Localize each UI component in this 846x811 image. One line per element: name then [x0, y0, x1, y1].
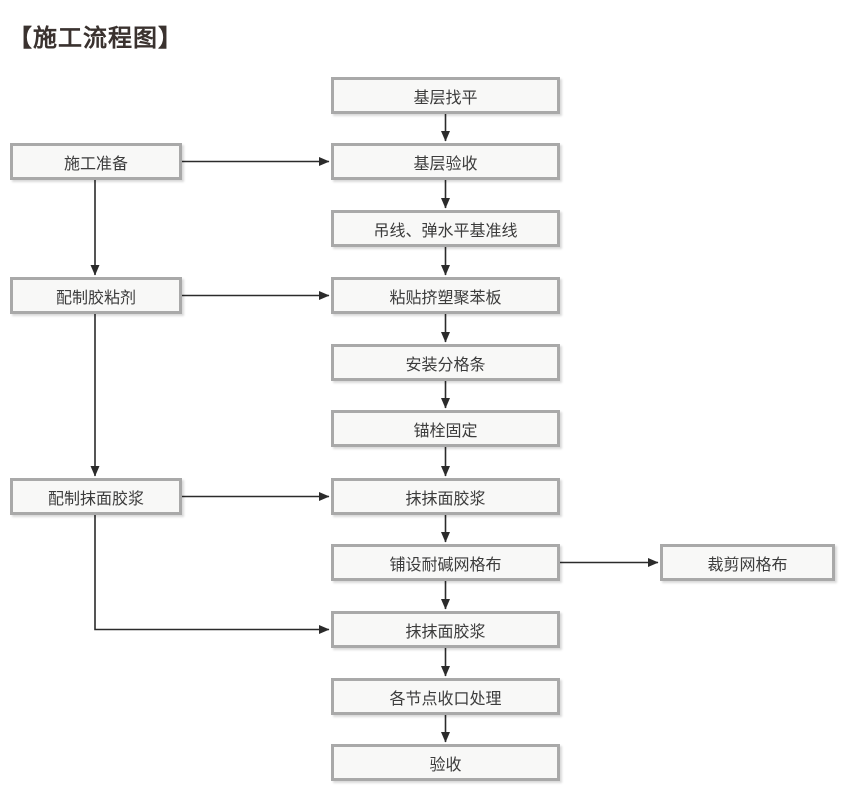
node-construction-preparation: 施工准备 [10, 143, 182, 180]
node-prepare-adhesive: 配制胶粘剂 [10, 277, 182, 314]
node-base-leveling: 基层找平 [331, 77, 560, 114]
node-acceptance: 验收 [331, 744, 560, 781]
diagram-title: 【施工流程图】 [8, 25, 183, 52]
node-prepare-surface-mortar: 配制抹面胶浆 [10, 478, 182, 515]
node-anchor-bolt-fixing: 锚栓固定 [331, 410, 560, 447]
node-cut-mesh: 裁剪网格布 [660, 544, 835, 581]
node-joint-closing-treatment: 各节点收口处理 [331, 678, 560, 715]
node-base-acceptance: 基层验收 [331, 143, 560, 180]
node-install-divider-strips: 安装分格条 [331, 344, 560, 381]
node-lay-alkali-mesh: 铺设耐碱网格布 [331, 544, 560, 581]
arrow-mortar-to-apply-2 [94, 515, 330, 634]
node-hang-line-datum: 吊线、弹水平基准线 [331, 210, 560, 247]
node-apply-surface-mortar-2: 抹抹面胶浆 [331, 611, 560, 648]
node-paste-xps-board: 粘贴挤塑聚苯板 [331, 277, 560, 314]
node-apply-surface-mortar-1: 抹抹面胶浆 [331, 478, 560, 515]
